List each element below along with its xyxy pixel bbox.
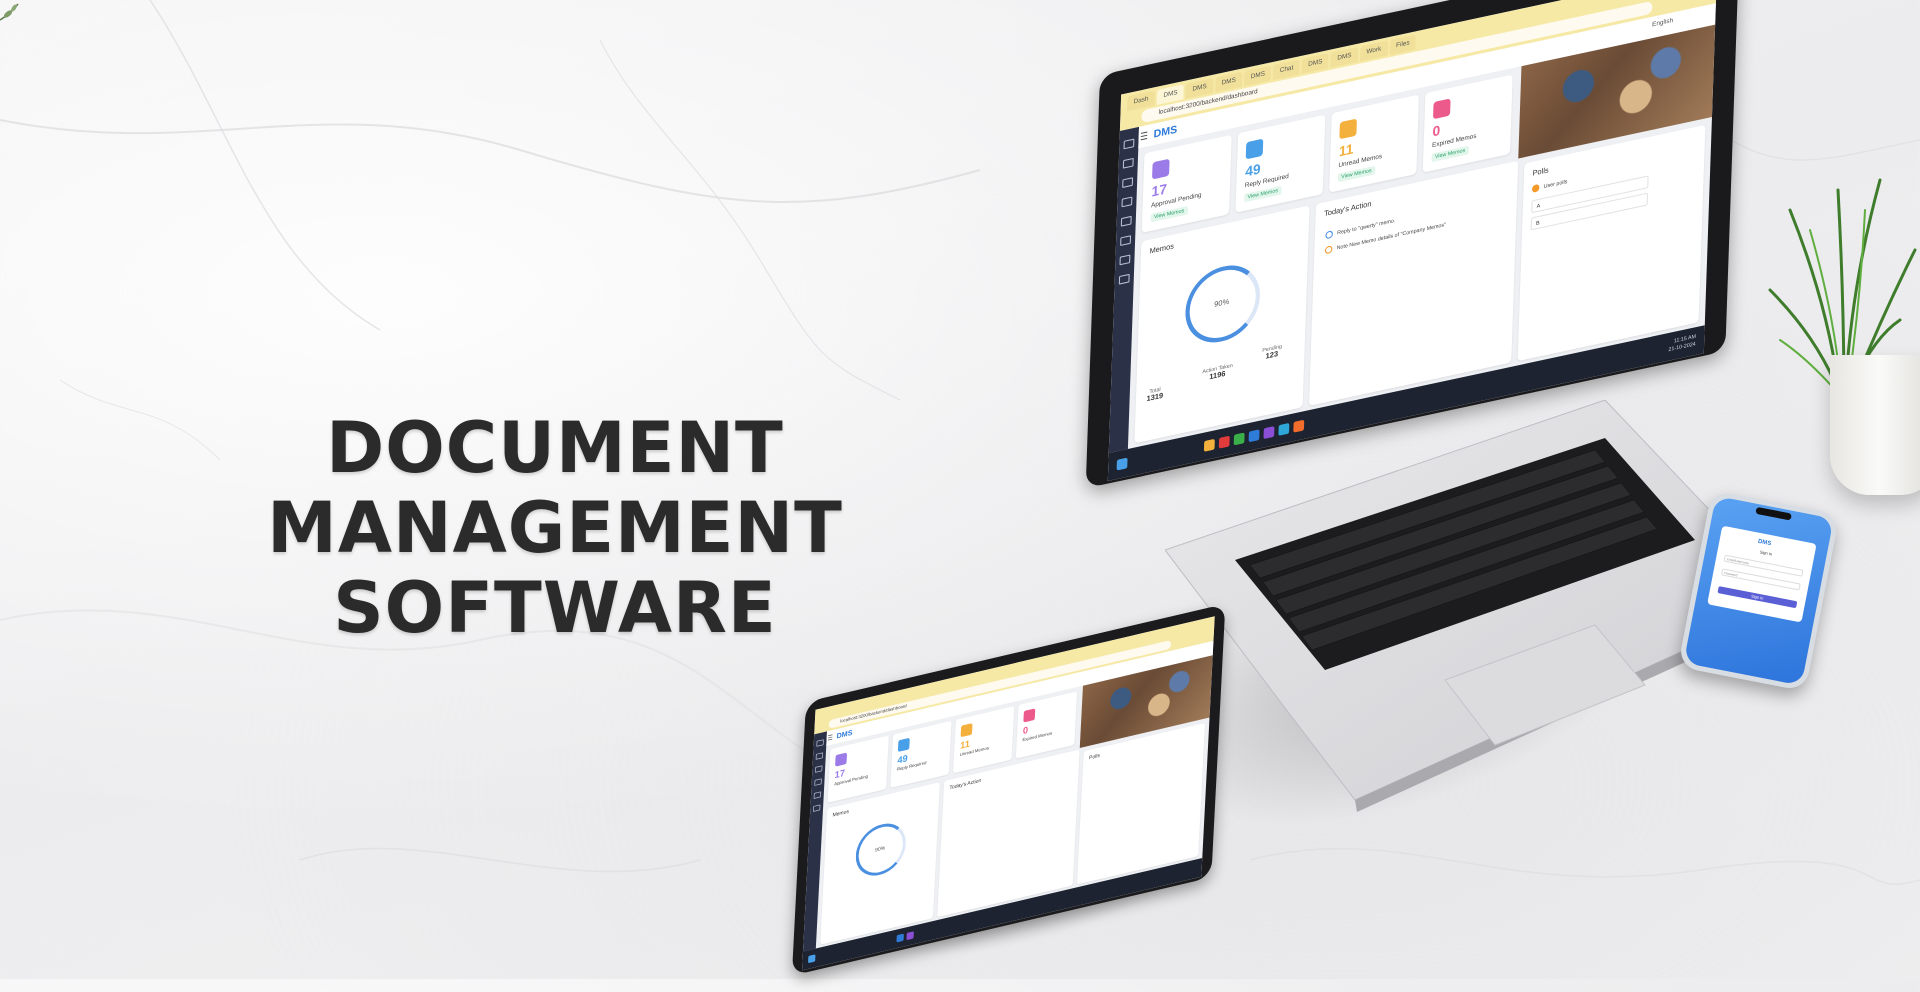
sidebar-home-icon[interactable] <box>1123 138 1135 150</box>
polls-title: Polls <box>1532 166 1549 178</box>
chrome-icon[interactable] <box>1248 429 1260 443</box>
sidebar-user-icon[interactable] <box>813 791 822 799</box>
phone-notch <box>1755 506 1792 521</box>
memos-title: Memos <box>832 809 850 819</box>
file-explorer-icon[interactable] <box>1203 438 1215 452</box>
signin-form: DMS Sign In Email/Username Password Sign… <box>1707 525 1817 623</box>
sidebar-memo-icon[interactable] <box>1122 157 1134 169</box>
unread-icon <box>1339 118 1357 140</box>
polls-card: Polls <box>1076 722 1206 885</box>
sidebar-folder-icon[interactable] <box>1122 177 1134 189</box>
tablet-display: localhost:3200/backend/dashboard DMS 17 … <box>802 616 1215 971</box>
headline: DOCUMENT MANAGEMENT SOFTWARE <box>70 408 1040 648</box>
approval-icon <box>835 752 848 767</box>
phone-screen: DMS Sign In Email/Username Password Sign… <box>1683 495 1834 686</box>
user-polls-label: User polls <box>1531 178 1568 193</box>
app-icon[interactable] <box>1218 435 1230 449</box>
memos-card: Memos 90% <box>820 782 940 945</box>
expired-icon <box>1023 708 1036 723</box>
stat-card-unread[interactable]: 11 Unread Memos View Memos <box>1329 94 1420 193</box>
stat-count: 49 <box>1244 160 1261 180</box>
stat-card-approval[interactable]: 17 Approval Pending <box>827 735 889 803</box>
todays-action-title: Today's Action <box>1323 200 1372 219</box>
headline-line-1: DOCUMENT MANAGEMENT <box>267 407 843 569</box>
stat-count: 11 <box>959 737 971 752</box>
tablet-device: localhost:3200/backend/dashboard DMS 17 … <box>791 603 1226 976</box>
sidebar-folder-icon[interactable] <box>815 765 823 773</box>
app-brand: DMS <box>836 728 853 741</box>
action-dot-icon <box>1324 245 1333 255</box>
stat-count: 0 <box>1432 121 1441 140</box>
memos-card: Memos 90% Total 1319 Action Taken 1196 P… <box>1134 205 1310 444</box>
sidebar-memo-icon[interactable] <box>815 752 824 760</box>
poll-icon <box>1531 183 1540 193</box>
stat-count: 11 <box>1338 140 1354 160</box>
stat-card-expired[interactable]: 0 Expired Memos <box>1015 691 1078 759</box>
stat-count: 17 <box>834 767 846 781</box>
stat-count: 49 <box>897 752 908 766</box>
sidebar-home-icon[interactable] <box>816 739 824 747</box>
headline-line-2: SOFTWARE <box>333 567 777 649</box>
dashboard-window: localhost:3200/backend/dashboard DMS 17 … <box>802 616 1215 971</box>
stat-card-unread[interactable]: 11 Unread Memos <box>953 706 1015 774</box>
leaf-sprig-decoration <box>0 3 19 21</box>
vs-icon[interactable] <box>1263 426 1275 440</box>
chrome-icon[interactable] <box>896 933 904 943</box>
plant-pot <box>1830 355 1920 495</box>
todays-action-title: Today's Action <box>949 778 982 791</box>
windows-start-icon[interactable] <box>808 954 816 964</box>
stat-card-reply[interactable]: 49 Reply Required <box>890 720 952 789</box>
user-polls-text: User polls <box>1543 178 1568 191</box>
stat-card-reply[interactable]: 49 Reply Required View Memos <box>1235 114 1326 213</box>
memos-title: Memos <box>1149 242 1175 256</box>
stat-card-expired[interactable]: 0 Expired Memos View Memos <box>1422 74 1513 173</box>
unread-icon <box>960 723 973 738</box>
reply-icon <box>897 737 910 752</box>
sidebar-doc-icon[interactable] <box>813 804 821 812</box>
expired-icon <box>1433 98 1451 120</box>
windows-start-icon[interactable] <box>1116 457 1128 471</box>
vs-icon[interactable] <box>906 931 914 941</box>
sidebar-user-icon[interactable] <box>1120 215 1132 227</box>
hamburger-menu-icon[interactable] <box>1140 131 1148 134</box>
signin-logo: DMS <box>1757 538 1772 548</box>
reply-icon <box>1245 138 1264 160</box>
sidebar-users-icon[interactable] <box>814 778 822 786</box>
vscode-icon[interactable] <box>1278 422 1290 436</box>
approval-icon <box>1152 158 1170 180</box>
stat-total: Total 1319 <box>1146 386 1163 404</box>
stat-count: 17 <box>1151 180 1168 200</box>
stat-action-taken: Action Taken 1196 <box>1202 363 1233 383</box>
language-selector[interactable]: English <box>1651 17 1674 29</box>
app-brand: DMS <box>1153 123 1178 141</box>
taskbar-clock: 11:15 AM 21-10-2024 <box>1668 334 1696 355</box>
app-icon[interactable] <box>1233 432 1245 446</box>
hamburger-menu-icon[interactable] <box>828 734 833 737</box>
signin-button[interactable]: Sign In <box>1717 586 1798 609</box>
app-icon[interactable] <box>1293 419 1305 433</box>
stat-pending: Pending 123 <box>1262 343 1282 361</box>
polls-title: Polls <box>1088 753 1101 761</box>
polls-card: Polls User polls A B <box>1517 124 1706 362</box>
action-dot-icon <box>1325 230 1334 240</box>
stat-card-approval[interactable]: 17 Approval Pending View Memos <box>1141 134 1232 233</box>
sidebar-doc-icon[interactable] <box>1120 235 1132 247</box>
sidebar-print-icon[interactable] <box>1119 254 1131 266</box>
stat-count: 0 <box>1022 724 1029 737</box>
todays-action-card: Today's Action Reply to "qwerty" memo. N… <box>1308 160 1519 406</box>
sidebar-settings-icon[interactable] <box>1118 273 1130 285</box>
sidebar-users-icon[interactable] <box>1121 196 1133 208</box>
